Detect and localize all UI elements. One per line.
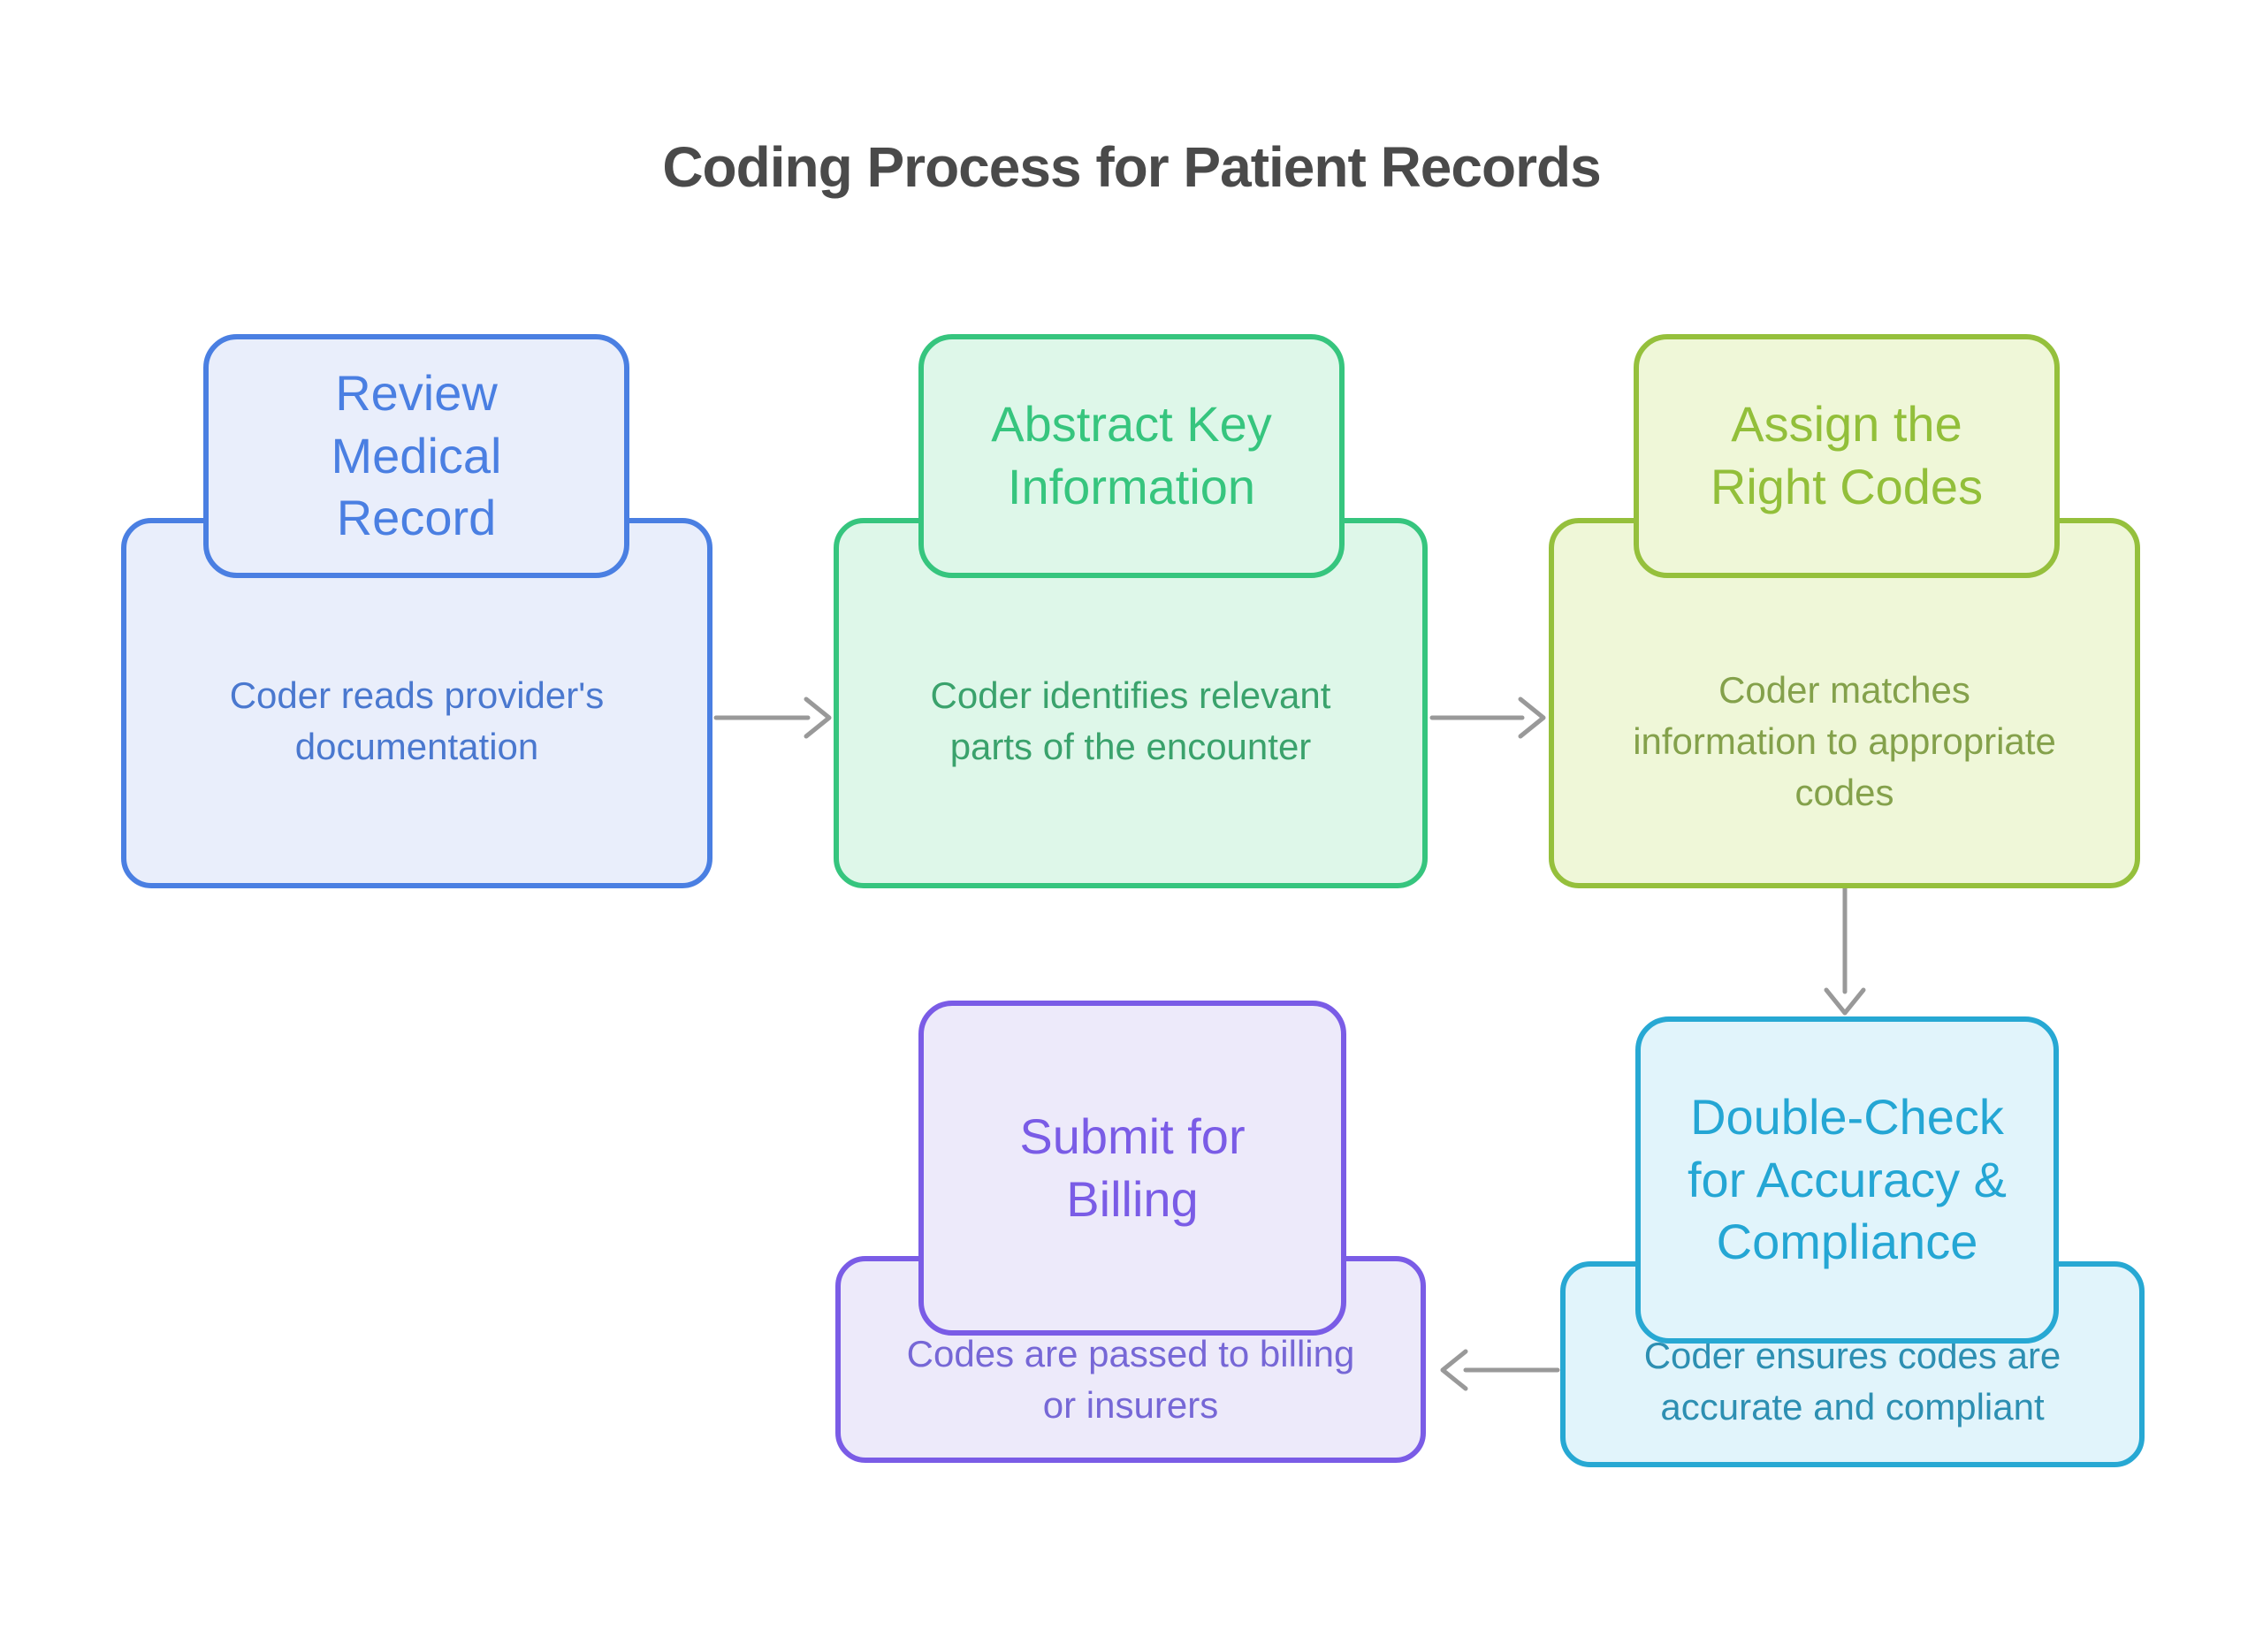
step-body: Coder matches information to appropriate…	[1549, 518, 2140, 888]
step-title: Double-Check for Accuracy & Compliance	[1687, 1089, 2008, 1270]
step-description: Coder matches information to appropriate…	[1633, 669, 2056, 813]
step-header: Abstract Key Information	[918, 334, 1345, 578]
arrow-assign-to-doublecheck	[1824, 884, 1866, 1016]
step-title: Assign the Right Codes	[1710, 396, 1984, 514]
arrow-review-to-abstract	[713, 697, 832, 739]
step-title: Submit for Billing	[1019, 1108, 1246, 1227]
step-description: Coder ensures codes are accurate and com…	[1643, 1335, 2061, 1427]
step-title: Review Medical Record	[331, 365, 502, 546]
step-description: Coder reads provider's documentation	[229, 674, 605, 767]
step-description: Coder identifies relevant parts of the e…	[930, 674, 1331, 767]
diagram-title: Coding Process for Patient Records	[662, 135, 1601, 199]
arrow-doublecheck-to-submit	[1440, 1349, 1560, 1391]
step-description: Codes are passed to billing or insurers	[906, 1333, 1355, 1426]
step-header: Review Medical Record	[203, 334, 629, 578]
arrow-abstract-to-assign	[1429, 697, 1546, 739]
step-title: Abstract Key Information	[991, 396, 1272, 514]
step-header: Assign the Right Codes	[1634, 334, 2060, 578]
step-header: Double-Check for Accuracy & Compliance	[1635, 1016, 2059, 1344]
step-header: Submit for Billing	[918, 1001, 1346, 1336]
